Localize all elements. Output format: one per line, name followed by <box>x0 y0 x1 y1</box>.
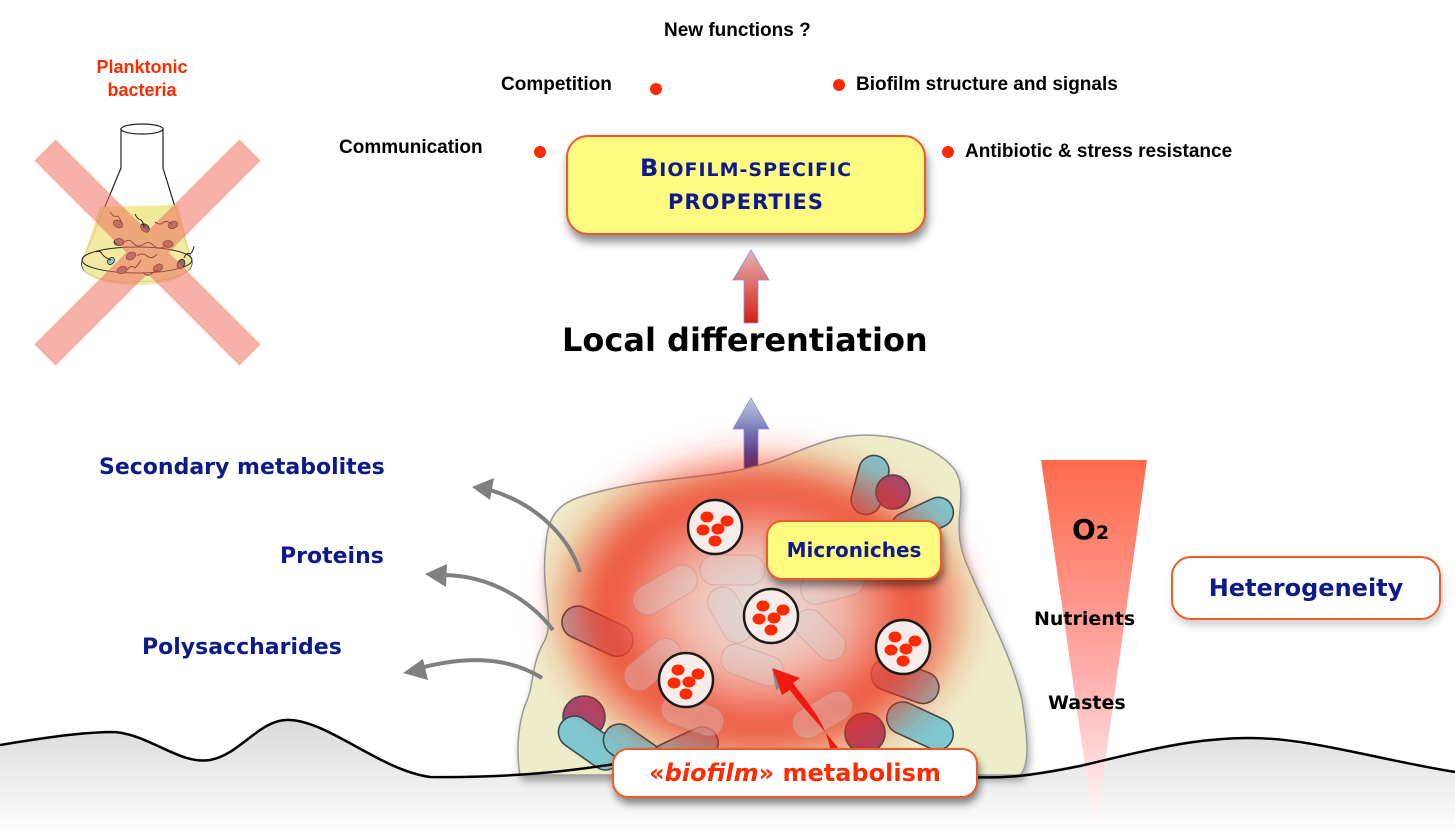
microniche-dot <box>908 635 922 647</box>
planktonic-label-line1: Planktonic <box>96 57 188 77</box>
microniche-icon <box>742 587 800 645</box>
planktonic-label: Planktonic bacteria <box>62 56 222 102</box>
properties-title-line2: PROPERTIES <box>668 190 824 214</box>
metabolism-arrow-icon <box>772 668 838 748</box>
microniche-icon <box>874 618 932 676</box>
microniche-dot <box>896 655 910 667</box>
microniche-dot <box>679 688 693 700</box>
cross-out-icon <box>34 139 261 366</box>
arrowhead-proteins-icon <box>425 564 447 587</box>
microniche-dot <box>696 524 710 536</box>
heterogeneity-box: Heterogeneity <box>1171 556 1441 620</box>
microniche-icon <box>686 498 744 556</box>
microniche-dot <box>884 644 898 656</box>
bullet-dot-icon <box>650 83 662 95</box>
microniche-dot <box>720 515 734 527</box>
local-differentiation-label: Local differentiation <box>562 321 928 359</box>
o2-symbol: O <box>1072 513 1096 546</box>
secretion-secondary-metabolites: Secondary metabolites <box>99 455 385 480</box>
o2-subscript: 2 <box>1095 522 1110 544</box>
arrowhead-metabolites-icon <box>472 478 494 500</box>
microniche-dot <box>767 612 781 624</box>
bullet-dot-icon <box>942 146 954 158</box>
microniche-dot <box>888 631 902 643</box>
microniche-dot <box>708 535 722 547</box>
properties-title-line1: BIOFILM-SPECIFIC <box>640 152 852 186</box>
biofilm-matrix <box>517 434 1028 780</box>
secretion-arrow-polysaccharides <box>419 658 544 680</box>
microniche-dot <box>752 613 766 625</box>
microniches-box: Microniches <box>766 520 942 580</box>
properties-title-rest: IOFILM-SPECIFIC <box>659 159 853 181</box>
heterogeneity-label: Heterogeneity <box>1208 574 1404 602</box>
arrowhead-polysaccharides-icon <box>403 659 428 680</box>
gradient-cone <box>1041 460 1147 835</box>
microniche-dot <box>899 643 913 655</box>
function-competition: Competition <box>501 74 612 95</box>
secretion-arrow-proteins <box>441 573 555 632</box>
microniches-group <box>657 498 932 709</box>
microniches-label: Microniches <box>786 538 922 562</box>
metabolism-italic-word: biofilm <box>664 759 759 787</box>
microniche-dot <box>667 677 681 689</box>
bullet-dot-icon <box>534 146 546 158</box>
nutrients-label: Nutrients <box>1034 608 1136 630</box>
microniche-dot <box>682 676 696 688</box>
new-functions-question: New functions ? <box>664 20 811 41</box>
o2-label: O2 <box>1072 513 1109 546</box>
function-biofilm-structure: Biofilm structure and signals <box>856 74 1118 95</box>
microniche-icon <box>657 651 715 709</box>
biofilm-metabolism-box: «biofilm» metabolism <box>612 748 978 798</box>
secretion-polysaccharides: Polysaccharides <box>142 635 342 660</box>
properties-title-initial: B <box>639 154 660 182</box>
microniche-dot <box>691 668 705 680</box>
biofilm-specific-properties-box: BIOFILM-SPECIFIC PROPERTIES <box>566 135 926 235</box>
microniche-dot <box>756 600 770 612</box>
secretion-arrow-metabolites <box>489 488 582 573</box>
microniche-dot <box>671 664 685 676</box>
microniche-dot <box>776 604 790 616</box>
function-antibiotic-resistance: Antibiotic & stress resistance <box>965 141 1233 162</box>
arrow-up-red-icon <box>732 249 770 324</box>
microniche-dot <box>711 523 725 535</box>
planktonic-label-line2: bacteria <box>107 80 177 100</box>
wastes-label: Wastes <box>1048 692 1126 714</box>
metabolism-suffix: » metabolism <box>758 759 941 787</box>
metabolism-quote-open: « <box>649 759 665 787</box>
bullet-dot-icon <box>833 79 845 91</box>
function-communication: Communication <box>339 137 483 158</box>
microniche-dot <box>764 624 778 636</box>
microniche-dot <box>700 511 714 523</box>
secretion-proteins: Proteins <box>280 544 384 569</box>
secretion-arrows <box>419 488 582 680</box>
